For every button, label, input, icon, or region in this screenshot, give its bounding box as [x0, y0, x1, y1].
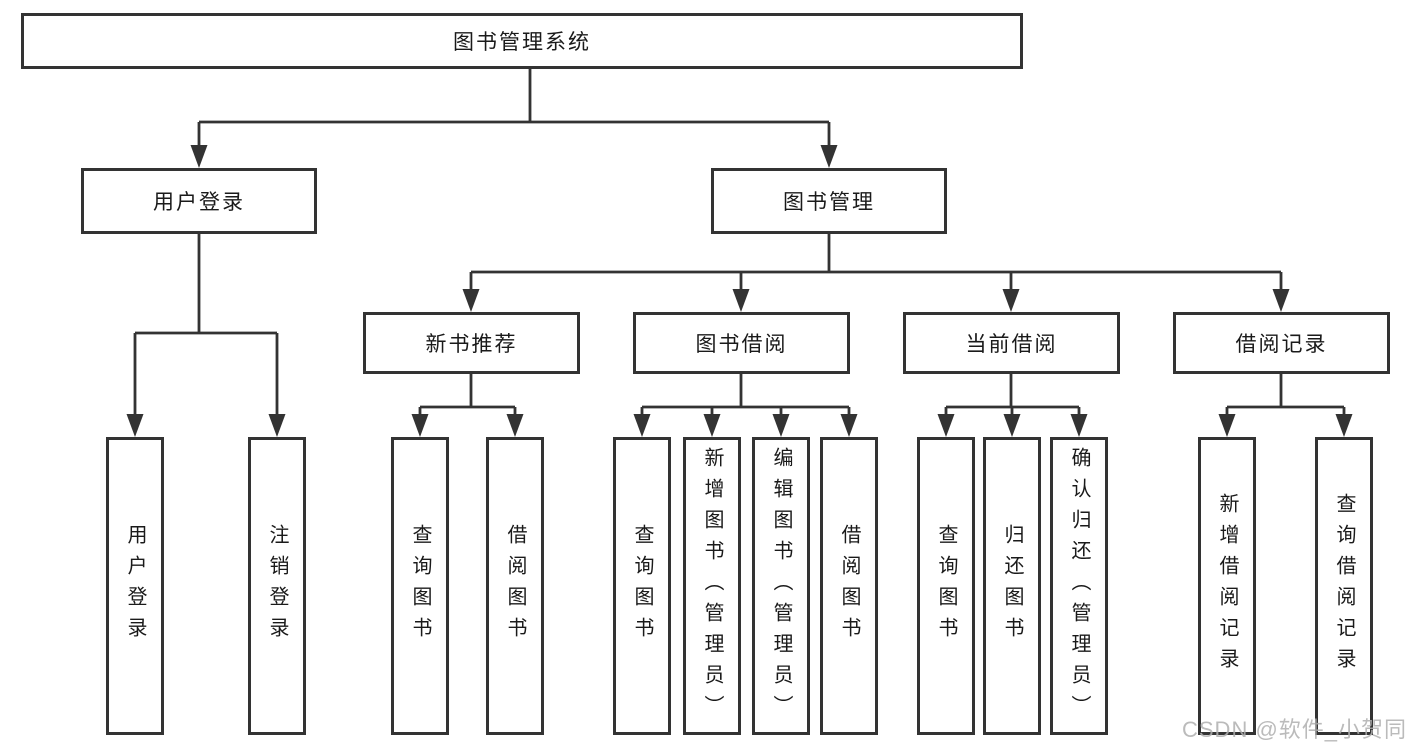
leaf-query-books-current: 查询图书 — [917, 437, 975, 735]
arrowhead — [703, 414, 721, 437]
arrowhead — [1070, 414, 1088, 437]
arrowhead — [1218, 414, 1236, 437]
arrowhead — [506, 414, 524, 437]
leaf-user-login: 用户登录 — [106, 437, 164, 735]
leaf-return-book: 归还图书 — [983, 437, 1041, 735]
arrowhead — [462, 289, 480, 312]
arrowhead — [1003, 414, 1021, 437]
arrowhead — [190, 145, 208, 168]
arrowhead — [732, 289, 750, 312]
leaf-add-borrow-record: 新增借阅记录 — [1198, 437, 1256, 735]
connector-root-split — [197, 69, 831, 164]
csdn-watermark: CSDN @软件_小贺同学 — [1182, 717, 1405, 742]
leaf-borrow-books-recommend: 借阅图书 — [486, 437, 544, 735]
arrowhead — [268, 414, 286, 437]
leaf-edit-book-admin: 编辑图书（管理员） — [752, 437, 810, 735]
arrowhead — [937, 414, 955, 437]
arrowhead — [1335, 414, 1353, 437]
arrowhead — [1002, 289, 1020, 312]
connector-book-borrow-split — [640, 374, 851, 433]
node-current-borrow: 当前借阅 — [903, 312, 1120, 374]
leaf-query-books-borrow: 查询图书 — [613, 437, 671, 735]
leaf-logout: 注销登录 — [248, 437, 306, 735]
leaf-confirm-return-admin: 确认归还（管理员） — [1050, 437, 1108, 735]
arrowhead — [840, 414, 858, 437]
leaf-borrow-books: 借阅图书 — [820, 437, 878, 735]
node-borrow-records: 借阅记录 — [1173, 312, 1390, 374]
node-user-login: 用户登录 — [81, 168, 317, 234]
connector-borrow-records-split — [1225, 374, 1346, 433]
node-new-book-recommend: 新书推荐 — [363, 312, 580, 374]
arrowhead — [772, 414, 790, 437]
connector-user-login-split — [133, 234, 279, 433]
arrowhead — [1272, 289, 1290, 312]
node-root: 图书管理系统 — [21, 13, 1023, 69]
leaf-add-book-admin: 新增图书（管理员） — [683, 437, 741, 735]
node-book-borrow: 图书借阅 — [633, 312, 850, 374]
arrowhead — [633, 414, 651, 437]
arrowhead — [411, 414, 429, 437]
leaf-query-books-recommend: 查询图书 — [391, 437, 449, 735]
arrowhead — [126, 414, 144, 437]
leaf-query-borrow-record: 查询借阅记录 — [1315, 437, 1373, 735]
connector-new-book-recommend-split — [418, 374, 517, 433]
connector-book-management-split — [469, 234, 1283, 308]
arrowhead — [820, 145, 838, 168]
node-book-management: 图书管理 — [711, 168, 947, 234]
